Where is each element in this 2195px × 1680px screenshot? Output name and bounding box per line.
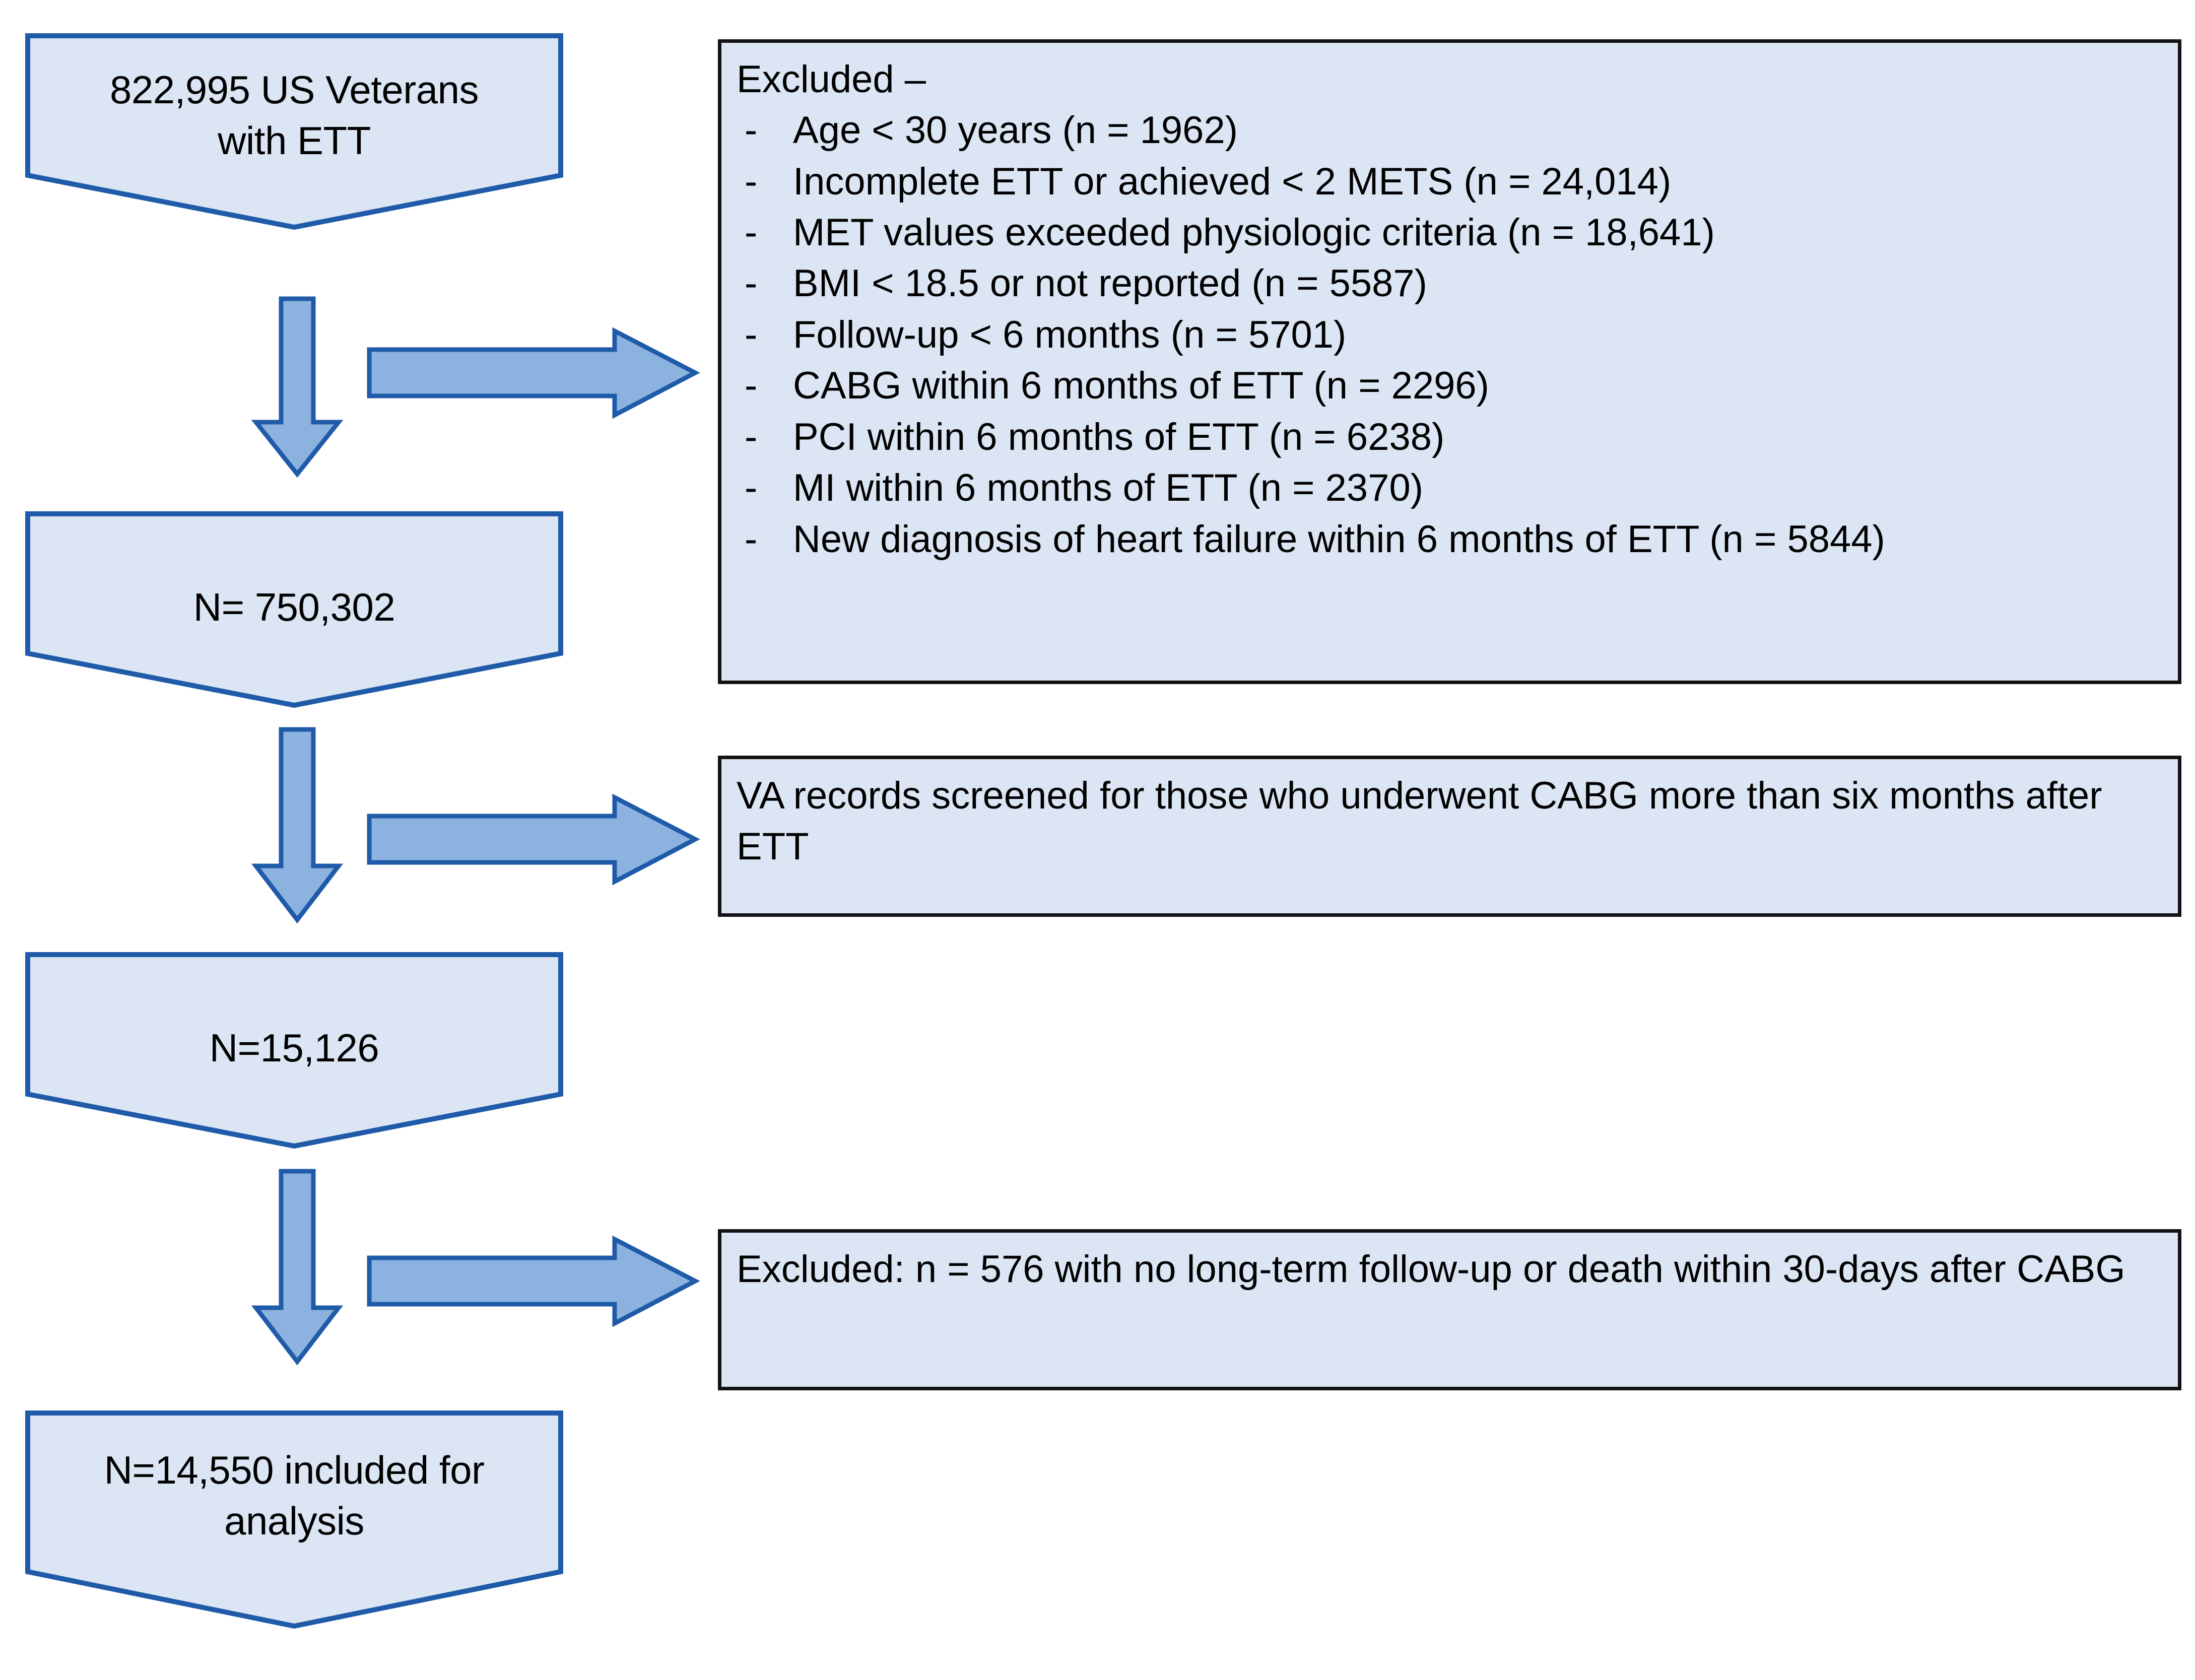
list-item: -CABG within 6 months of ETT (n = 2296) xyxy=(737,360,2165,411)
bullet-dash: - xyxy=(745,160,758,203)
list-item-label: CABG within 6 months of ETT (n = 2296) xyxy=(793,364,1489,408)
list-item: -Incomplete ETT or achieved < 2 METS (n … xyxy=(737,156,2165,207)
bullet-dash: - xyxy=(745,262,758,305)
down-arrow-3 xyxy=(251,1169,344,1366)
right-arrow-2 xyxy=(367,793,700,886)
node-cohort-after-exclusions: N= 750,302 xyxy=(25,511,563,708)
callout-exclusions: Excluded – -Age < 30 years (n = 1962) -I… xyxy=(718,39,2181,684)
list-item-label: MI within 6 months of ETT (n = 2370) xyxy=(793,466,1424,510)
list-item: -MET values exceeded physiologic criteri… xyxy=(737,207,2165,258)
right-arrow-3 xyxy=(367,1235,700,1327)
node-cohort-cabg: N=15,126 xyxy=(25,952,563,1149)
exclusions-list: -Age < 30 years (n = 1962) -Incomplete E… xyxy=(737,105,2165,565)
pentagon-shape xyxy=(25,1410,563,1629)
node-cohort-final-label: N=14,550 included for analysis xyxy=(104,1448,485,1543)
pentagon-shape xyxy=(25,33,563,230)
list-item: -MI within 6 months of ETT (n = 2370) xyxy=(737,462,2165,513)
list-item-label: Follow-up < 6 months (n = 5701) xyxy=(793,313,1347,356)
list-item-label: Age < 30 years (n = 1962) xyxy=(793,109,1238,152)
list-item-label: PCI within 6 months of ETT (n = 6238) xyxy=(793,415,1445,458)
bullet-dash: - xyxy=(745,415,758,458)
list-item: -Follow-up < 6 months (n = 5701) xyxy=(737,309,2165,360)
bullet-dash: - xyxy=(745,109,758,152)
exclusions-title: Excluded – xyxy=(737,58,926,101)
right-arrow-1 xyxy=(367,327,700,419)
bullet-dash: - xyxy=(745,364,758,408)
bullet-dash: - xyxy=(745,313,758,356)
node-cohort-final: N=14,550 included for analysis xyxy=(25,1410,563,1630)
screening-text: VA records screened for those who underw… xyxy=(737,774,2102,868)
list-item: -PCI within 6 months of ETT (n = 6238) xyxy=(737,412,2165,462)
callout-screening: VA records screened for those who underw… xyxy=(718,756,2181,917)
list-item-label: BMI < 18.5 or not reported (n = 5587) xyxy=(793,262,1427,305)
list-item: -BMI < 18.5 or not reported (n = 5587) xyxy=(737,258,2165,309)
list-item: -New diagnosis of heart failure within 6… xyxy=(737,514,2165,565)
final-exclusion-text: Excluded: n = 576 with no long-term foll… xyxy=(737,1248,2125,1291)
bullet-dash: - xyxy=(745,517,758,561)
bullet-dash: - xyxy=(745,211,758,254)
bullet-dash: - xyxy=(745,466,758,510)
down-arrow-1 xyxy=(251,296,344,478)
list-item: -Age < 30 years (n = 1962) xyxy=(737,105,2165,156)
list-item-label: Incomplete ETT or achieved < 2 METS (n =… xyxy=(793,160,1672,203)
node-cohort-cabg-label: N=15,126 xyxy=(209,1026,379,1070)
node-cohort-initial: 822,995 US Veterans with ETT xyxy=(25,33,563,230)
node-cohort-after-exclusions-label: N= 750,302 xyxy=(193,585,395,629)
pentagon-shape xyxy=(25,511,563,708)
callout-final-exclusion: Excluded: n = 576 with no long-term foll… xyxy=(718,1229,2181,1390)
list-item-label: MET values exceeded physiologic criteria… xyxy=(793,211,1715,254)
node-cohort-initial-label: 822,995 US Veterans with ETT xyxy=(109,68,479,163)
down-arrow-2 xyxy=(251,727,344,924)
list-item-label: New diagnosis of heart failure within 6 … xyxy=(793,517,1885,561)
pentagon-shape xyxy=(25,952,563,1149)
